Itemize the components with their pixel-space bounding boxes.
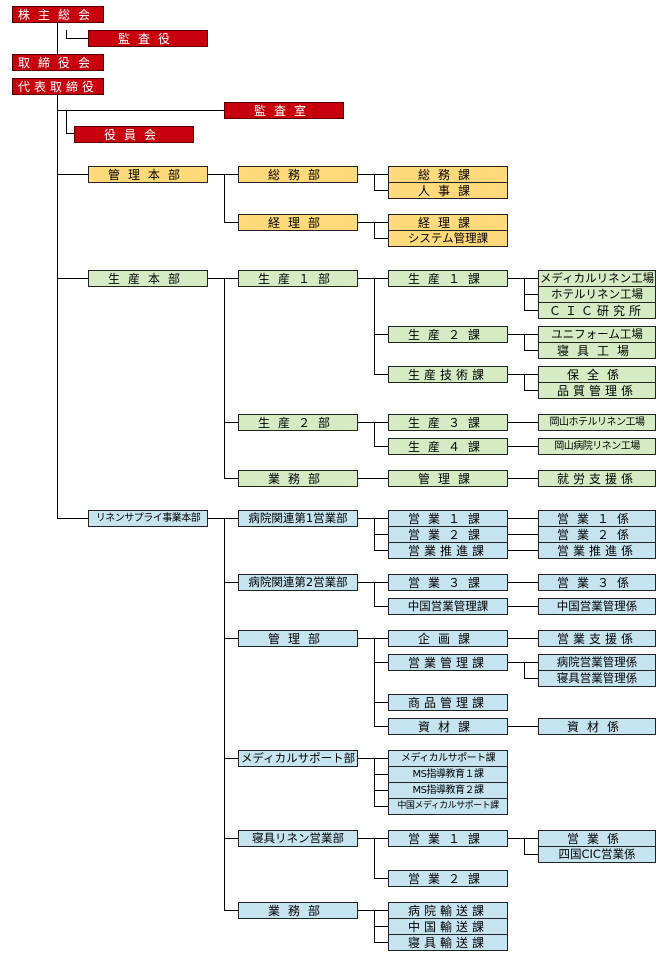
sales-unit-1-box: 営業１係 [538,510,656,527]
shikoku-cic-sales-unit-box: 四国CIC営業係 [538,846,656,863]
production-tech-section-box: 生産技術課 [388,366,508,383]
board-box: 取締役会 [12,54,104,71]
bedding-factory-box: 寝具工場 [538,342,656,359]
general-affairs-section-box: 総務課 [388,166,508,183]
production-dept-2-box: 生産２部 [238,414,358,431]
sales-section-2-box: 営業２課 [388,526,508,543]
sales-section-1-box: 営業１課 [388,510,508,527]
management-hq-box: 管理本部 [88,166,208,183]
sales-section-3-box: 営業３課 [388,574,508,591]
linen-operations-dept-box: 業務部 [238,902,358,919]
production-section-3-box: 生産３課 [388,414,508,431]
production-section-4-box: 生産４課 [388,438,508,455]
auditor-box: 監査役 [88,30,208,47]
cic-research-lab-box: ＣＩＣ研究所 [538,302,656,319]
bedding-linen-sales-dept-box: 寝具リネン営業部 [238,830,358,847]
chugoku-sales-management-unit-box: 中国営業管理係 [538,598,656,615]
ms-training-section-2-box: MS指導教育２課 [388,782,508,799]
production-section-1-box: 生産１課 [388,270,508,287]
representative-director-box: 代表取締役 [12,78,104,95]
maintenance-unit-box: 保全係 [538,366,656,383]
bedding-sales-section-1-box: 営業１課 [388,830,508,847]
hospital-transport-section-box: 病院輸送課 [388,902,508,919]
audit-office-box: 監査室 [224,102,344,119]
sales-management-section-box: 営業管理課 [388,654,508,671]
personnel-section-box: 人事課 [388,182,508,199]
administration-dept-box: 管理部 [238,630,358,647]
sales-unit-3-box: 営業３係 [538,574,656,591]
hospital-sales-management-unit-box: 病院営業管理係 [538,654,656,671]
general-affairs-dept-box: 総務部 [238,166,358,183]
sales-promotion-unit-box: 営業推進係 [538,542,656,559]
medical-support-dept-box: メディカルサポート部 [238,750,358,767]
medical-support-section-box: メディカルサポート課 [388,750,508,767]
chugoku-sales-management-section-box: 中国営業管理課 [388,598,508,615]
chugoku-medical-support-section-box: 中国メディカルサポート課 [388,798,508,815]
medical-linen-factory-box: メディカルリネン工場 [538,270,656,287]
production-operations-dept-box: 業務部 [238,470,358,487]
shareholders-meeting-box: 株主総会 [12,6,104,23]
sales-support-unit-box: 営業支援係 [538,630,656,647]
product-management-section-box: 商品管理課 [388,694,508,711]
hotel-linen-factory-box: ホテルリネン工場 [538,286,656,303]
sales-unit-2-box: 営業２係 [538,526,656,543]
planning-section-box: 企画課 [388,630,508,647]
production-dept-1-box: 生産１部 [238,270,358,287]
okayama-hospital-linen-factory-box: 岡山病院リネン工場 [538,438,656,455]
accounting-dept-box: 経理部 [238,214,358,231]
quality-control-unit-box: 品質管理係 [538,382,656,399]
system-management-section-box: システム管理課 [388,230,508,247]
ms-training-section-1-box: MS指導教育１課 [388,766,508,783]
management-section-box: 管理課 [388,470,508,487]
sales-promotion-section-box: 営業推進課 [388,542,508,559]
hospital-sales-dept-1-box: 病院関連第1営業部 [238,510,358,527]
okayama-hotel-linen-factory-box: 岡山ホテルリネン工場 [538,414,656,431]
officers-meeting-box: 役員会 [74,126,194,143]
employment-support-unit-box: 就労支援係 [538,470,656,487]
uniform-factory-box: ユニフォーム工場 [538,326,656,343]
bedding-sales-unit-box: 営業係 [538,830,656,847]
bedding-sales-management-unit-box: 寝具営業管理係 [538,670,656,687]
bedding-transport-section-box: 寝具輸送課 [388,934,508,951]
hospital-sales-dept-2-box: 病院関連第2営業部 [238,574,358,591]
chugoku-transport-section-box: 中国輸送課 [388,918,508,935]
linen-supply-hq-box: リネンサプライ事業本部 [88,510,208,527]
production-section-2-box: 生産２課 [388,326,508,343]
accounting-section-box: 経理課 [388,214,508,231]
production-hq-box: 生産本部 [88,270,208,287]
bedding-sales-section-2-box: 営業２課 [388,870,508,887]
materials-unit-box: 資材係 [538,718,656,735]
materials-section-box: 資材課 [388,718,508,735]
